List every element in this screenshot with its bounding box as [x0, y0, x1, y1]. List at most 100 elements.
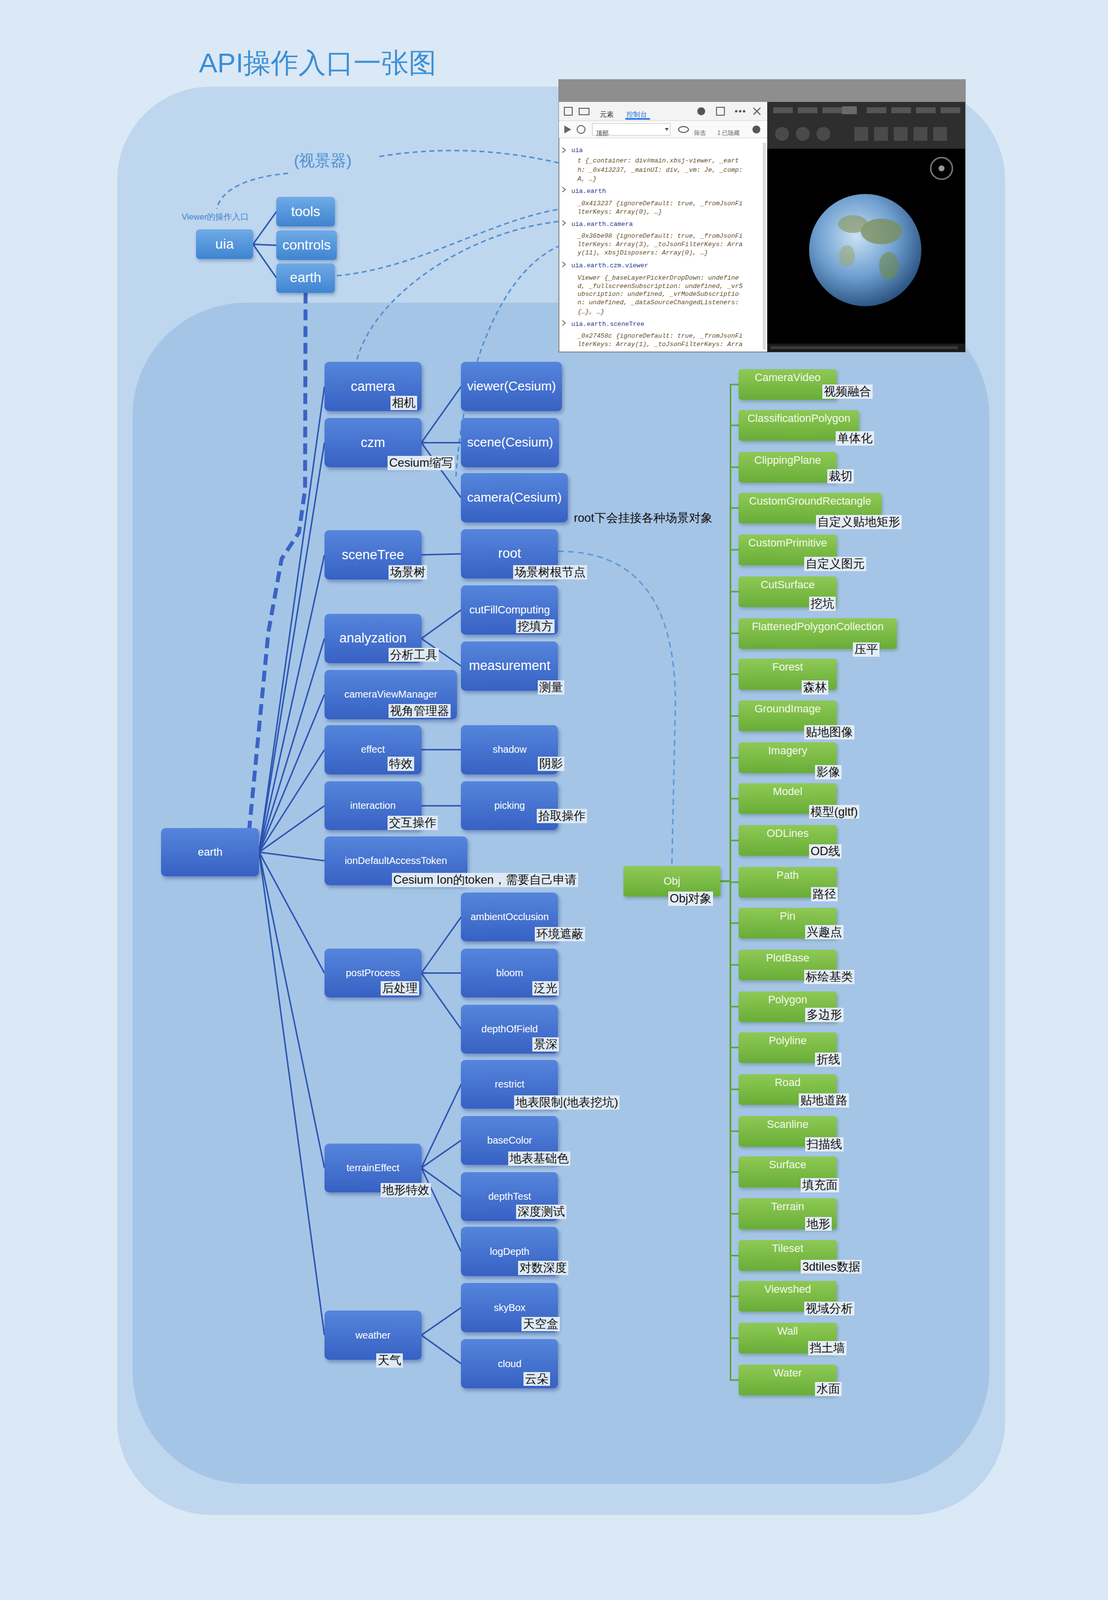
object-box: ODLinesOD线	[738, 825, 837, 856]
note-label: Viewer的操作入口	[181, 212, 250, 223]
node-caption: 3dtiles数据	[800, 1260, 862, 1275]
node-title: Surface	[769, 1158, 807, 1172]
connector	[259, 806, 325, 853]
connector	[259, 749, 325, 853]
node-title: controls	[282, 237, 331, 254]
note-label: 顶部	[595, 129, 609, 138]
api-box: sceneTree场景树	[324, 530, 422, 580]
object-box: Imagery影像	[738, 742, 837, 774]
connector	[720, 881, 739, 1297]
node-caption: 对数深度	[518, 1261, 569, 1276]
node-caption: 扫描线	[805, 1137, 844, 1152]
node-title: czm	[360, 435, 386, 451]
node-title: CustomGroundRectangle	[749, 494, 872, 508]
api-box: root场景树根节点	[460, 529, 558, 579]
node-caption: 标绘基类	[804, 970, 855, 985]
connector	[259, 638, 325, 853]
node-title: logDepth	[489, 1246, 530, 1258]
console-text: A, …}	[577, 175, 597, 184]
console-text: uia.earth.camera	[571, 220, 633, 229]
node-caption: 自定义图元	[804, 556, 867, 572]
node-title: Tileset	[771, 1242, 804, 1255]
api-box: depthOfField景深	[460, 1005, 558, 1054]
node-title: terrainEffect	[346, 1162, 400, 1174]
node-title: restrict	[494, 1078, 525, 1091]
node-caption: 深度测试	[516, 1205, 567, 1220]
node-caption: 折线	[814, 1052, 842, 1068]
connector	[720, 881, 739, 924]
object-box: Forest森林	[738, 658, 837, 690]
note-label: 1 已隐藏	[716, 129, 740, 137]
node-title: bloom	[496, 967, 523, 979]
object-box: Path路径	[738, 867, 837, 898]
console-text: {…}, …}	[577, 308, 605, 317]
leader-line	[456, 246, 559, 477]
api-box: terrainEffect地形特效	[324, 1143, 422, 1193]
connector	[259, 694, 325, 853]
connector	[720, 881, 739, 1173]
connector	[720, 881, 739, 966]
node-caption: Cesium缩写	[387, 456, 455, 471]
connector	[720, 757, 739, 882]
node-caption: 森林	[801, 680, 829, 695]
connector	[249, 293, 306, 829]
node-title: Wall	[777, 1325, 798, 1338]
connector	[720, 633, 739, 882]
object-box: CameraVideo视频融合	[738, 369, 837, 400]
node-caption: 地表基础色	[508, 1151, 571, 1167]
node-title: camera(Cesium)	[466, 490, 562, 506]
api-box: scene(Cesium)	[460, 418, 559, 467]
object-box: Pin兴趣点	[738, 908, 837, 939]
node-caption: 视域分析	[804, 1302, 855, 1317]
leader-line	[336, 209, 559, 276]
connector	[421, 1335, 462, 1365]
connector	[720, 508, 739, 882]
console-text: _0x36be98 {ignoreDefault: true, _fromJso…	[577, 232, 743, 241]
note-label: 筛选	[693, 129, 706, 137]
node-title: analyzation	[339, 630, 407, 647]
node-caption: OD线	[809, 844, 842, 859]
node-caption: 阴影	[537, 756, 565, 772]
console-text: y(11), xbsjDisposers: Array(0), …}	[577, 249, 709, 258]
object-box: Tileset3dtiles数据	[738, 1240, 837, 1271]
object-box: CutSurface挖坑	[738, 576, 837, 608]
node-title: Pin	[780, 910, 796, 923]
node-title: Forest	[772, 660, 803, 674]
api-box: weather天气	[324, 1310, 422, 1360]
connector	[259, 852, 325, 974]
node-caption: 地形特效	[380, 1183, 431, 1198]
node-caption: 裁切	[827, 469, 854, 484]
node-title: FlattenedPolygonCollection	[751, 620, 884, 633]
node-caption: 拾取操作	[536, 809, 587, 824]
node-title: weather	[355, 1330, 391, 1342]
node-caption: 景深	[532, 1037, 559, 1052]
connector	[720, 467, 739, 882]
node-title: root	[498, 546, 522, 562]
object-box: Viewshed视域分析	[738, 1281, 837, 1312]
connector	[259, 852, 325, 1169]
node-title: Path	[776, 869, 799, 882]
node-caption: Cesium Ion的token，需要自己申请	[391, 873, 579, 888]
node-title: Polygon	[768, 993, 808, 1007]
node-title: ODLines	[766, 827, 810, 840]
connector	[253, 244, 277, 246]
object-box: GroundImage贴地图像	[738, 700, 837, 732]
node-caption: 压平	[852, 642, 880, 657]
node-title: Terrain	[771, 1200, 805, 1213]
api-box: cloud云朵	[460, 1339, 558, 1389]
console-text: uia.earth.czm.viewer	[571, 261, 649, 270]
node-caption: 挡土墙	[808, 1341, 847, 1356]
connector	[720, 840, 739, 882]
api-box: ambientOcclusion环境遮蔽	[460, 892, 558, 942]
node-caption: 地表限制(地表挖坑)	[514, 1095, 620, 1110]
node-caption: 多边形	[805, 1008, 844, 1023]
connector	[421, 442, 462, 444]
node-title: camera	[350, 379, 395, 395]
connector	[720, 550, 739, 882]
api-box: picking拾取操作	[460, 781, 558, 831]
connector	[421, 1084, 462, 1169]
node-title: GroundImage	[754, 702, 821, 716]
object-box: Terrain地形	[738, 1198, 837, 1230]
object-box: CustomGroundRectangle自定义贴地矩形	[738, 492, 882, 524]
